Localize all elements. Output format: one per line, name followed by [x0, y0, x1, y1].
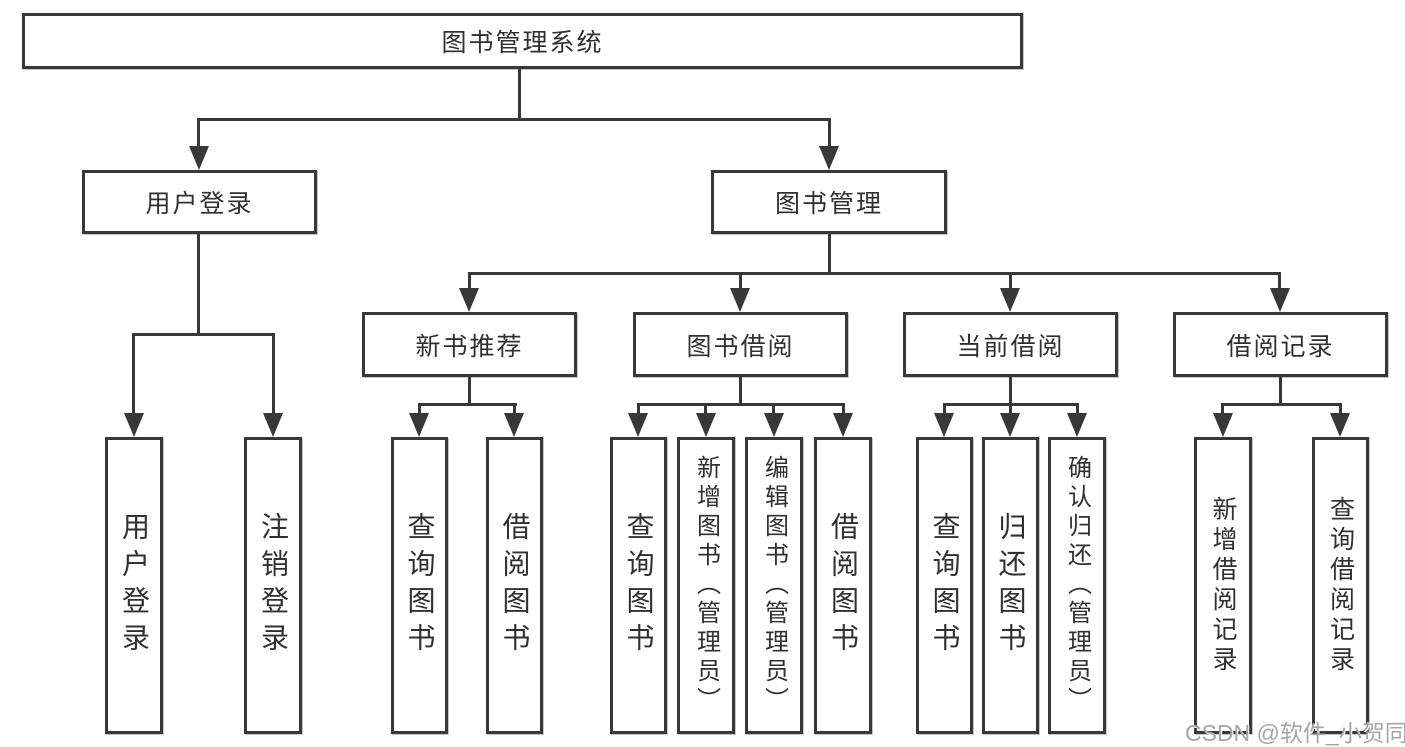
connector-line [1221, 403, 1342, 406]
leaf-user-login: 用户登录 [105, 437, 163, 734]
connector-line [468, 272, 1281, 275]
connector-line [637, 403, 845, 406]
arrowhead-down [1067, 413, 1087, 437]
leaf-confirm-return-admin: 确认归还（管理员） [1048, 437, 1106, 734]
connector-line [828, 234, 831, 275]
node-current-borrow-label: 当前借阅 [956, 332, 1065, 361]
node-book-borrow: 图书借阅 [633, 312, 848, 377]
connector-line [1009, 403, 1012, 415]
connector-line [772, 403, 775, 415]
node-borrow-record-label: 借阅记录 [1226, 332, 1335, 361]
node-user-login: 用户登录 [82, 170, 317, 234]
arrowhead-down [730, 288, 750, 312]
connector-line [637, 403, 640, 415]
node-root: 图书管理系统 [22, 13, 1023, 69]
arrowhead-down [124, 413, 144, 437]
connector-line [132, 333, 135, 413]
leaf-user-login-label: 用户登录 [119, 511, 150, 660]
arrowhead-down [628, 413, 648, 437]
leaf-query-book-a: 查询图书 [391, 437, 448, 734]
connector-line [418, 403, 421, 415]
connector-line [828, 118, 831, 148]
arrowhead-down [459, 288, 479, 312]
connector-line [1076, 403, 1079, 415]
leaf-return-book: 归还图书 [982, 437, 1039, 734]
leaf-logout-label: 注销登录 [258, 511, 289, 660]
arrowhead-down [764, 413, 784, 437]
csdn-watermark: CSDN @软件_小贺同学 [1185, 720, 1405, 746]
connector-line [132, 333, 275, 336]
leaf-logout: 注销登录 [244, 437, 302, 734]
leaf-add-book-admin: 新增图书（管理员） [677, 437, 735, 734]
arrowhead-down [1000, 413, 1020, 437]
arrowhead-down [1330, 413, 1350, 437]
arrowhead-down [819, 146, 839, 170]
leaf-borrow-book-a-label: 借阅图书 [499, 511, 531, 660]
arrowhead-down [263, 413, 283, 437]
leaf-query-borrow-record-label: 查询借阅记录 [1326, 495, 1355, 676]
arrowhead-down [1213, 413, 1233, 437]
connector-line [704, 403, 707, 415]
connector-line [518, 69, 521, 120]
leaf-confirm-return-admin-label: 确认归还（管理员） [1063, 455, 1091, 716]
leaf-borrow-book-a: 借阅图书 [486, 437, 543, 734]
node-current-borrow: 当前借阅 [903, 312, 1118, 377]
leaf-query-book-c-label: 查询图书 [929, 511, 961, 660]
leaf-add-book-admin-label: 新增图书（管理员） [692, 455, 720, 716]
leaf-add-borrow-record: 新增借阅记录 [1194, 437, 1252, 734]
leaf-add-borrow-record-label: 新增借阅记录 [1209, 495, 1237, 676]
leaf-edit-book-admin: 编辑图书（管理员） [745, 437, 803, 734]
connector-line [197, 118, 200, 148]
connector-line [1009, 272, 1012, 292]
connector-line [468, 272, 471, 292]
connector-line [739, 272, 742, 292]
node-new-book-rec: 新书推荐 [362, 312, 577, 377]
leaf-query-book-b-label: 查询图书 [623, 511, 655, 660]
arrowhead-down [189, 146, 209, 170]
connector-line [1009, 377, 1012, 406]
leaf-query-book-a-label: 查询图书 [404, 511, 436, 660]
connector-line [1221, 403, 1224, 415]
leaf-query-book-b: 查询图书 [610, 437, 667, 734]
connector-line [739, 377, 742, 406]
connector-line [1339, 403, 1342, 415]
leaf-borrow-book-b-label: 借阅图书 [828, 511, 859, 660]
node-new-book-rec-label: 新书推荐 [415, 332, 524, 361]
node-book-borrow-label: 图书借阅 [686, 332, 795, 361]
leaf-edit-book-admin-label: 编辑图书（管理员） [760, 455, 788, 716]
leaf-query-borrow-record: 查询借阅记录 [1312, 437, 1369, 734]
arrowhead-down [504, 413, 524, 437]
connector-line [1279, 377, 1282, 406]
leaf-query-book-c: 查询图书 [916, 437, 973, 734]
connector-line [842, 403, 845, 415]
connector-line [197, 234, 200, 336]
connector-line [513, 403, 516, 415]
arrowhead-down [1270, 288, 1290, 312]
node-borrow-record: 借阅记录 [1173, 312, 1388, 377]
node-root-label: 图书管理系统 [441, 29, 604, 57]
connector-line [197, 118, 831, 121]
node-user-login-label: 用户登录 [145, 190, 254, 218]
arrowhead-down [833, 413, 853, 437]
connector-line [468, 377, 471, 406]
connector-line [943, 403, 946, 415]
connector-line [272, 333, 275, 413]
arrowhead-down [696, 413, 716, 437]
connector-line [418, 403, 517, 406]
connector-line [1278, 272, 1281, 292]
node-book-mgmt-label: 图书管理 [774, 190, 883, 218]
arrowhead-down [1000, 288, 1020, 312]
arrowhead-down [934, 413, 954, 437]
leaf-return-book-label: 归还图书 [995, 511, 1027, 660]
arrowhead-down [409, 413, 429, 437]
leaf-borrow-book-b: 借阅图书 [814, 437, 872, 734]
node-book-mgmt: 图书管理 [711, 170, 947, 234]
